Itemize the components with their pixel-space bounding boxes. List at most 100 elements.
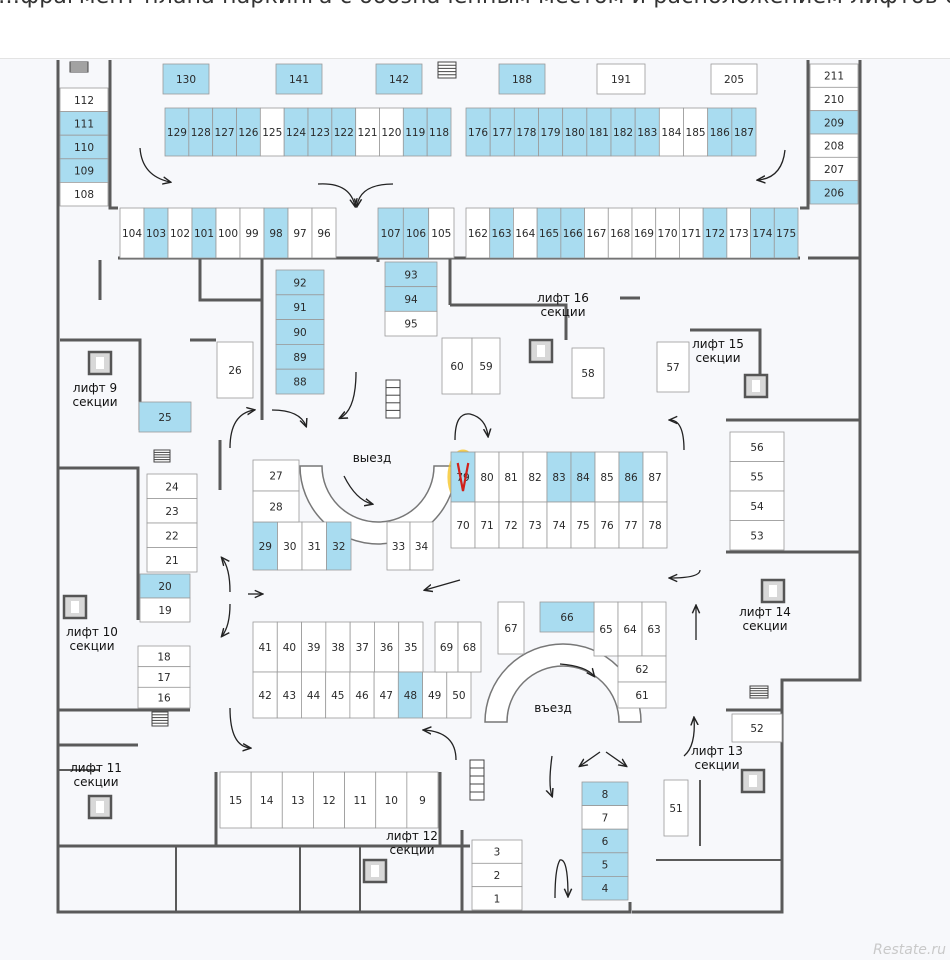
parking-spot-191[interactable]: 191 (596, 63, 646, 95)
parking-spot-38[interactable]: 38 (325, 621, 351, 673)
parking-spot-30[interactable]: 30 (277, 521, 303, 571)
parking-spot-103[interactable]: 103 (143, 207, 169, 259)
parking-spot-59[interactable]: 59 (471, 337, 501, 395)
parking-spot-173[interactable]: 173 (726, 207, 751, 259)
parking-spot-10[interactable]: 10 (375, 771, 408, 829)
parking-spot-34[interactable]: 34 (409, 521, 434, 571)
parking-spot-73[interactable]: 73 (522, 501, 548, 549)
parking-spot-76[interactable]: 76 (594, 501, 620, 549)
parking-spot-142[interactable]: 142 (375, 63, 423, 95)
parking-spot-8[interactable]: 8 (581, 781, 629, 807)
parking-spot-176[interactable]: 176 (465, 107, 491, 157)
parking-spot-18[interactable]: 18 (137, 645, 191, 668)
parking-spot-129[interactable]: 129 (164, 107, 190, 157)
parking-spot-1[interactable]: 1 (471, 886, 523, 911)
parking-spot-70[interactable]: 70 (450, 501, 476, 549)
parking-spot-177[interactable]: 177 (489, 107, 515, 157)
parking-spot-104[interactable]: 104 (119, 207, 145, 259)
parking-spot-19[interactable]: 19 (139, 597, 191, 623)
parking-spot-81[interactable]: 81 (498, 451, 524, 503)
parking-spot-99[interactable]: 99 (239, 207, 265, 259)
parking-spot-86[interactable]: 86 (618, 451, 644, 503)
parking-spot-141[interactable]: 141 (275, 63, 323, 95)
parking-spot-185[interactable]: 185 (683, 107, 709, 157)
parking-spot-167[interactable]: 167 (584, 207, 609, 259)
parking-spot-17[interactable]: 17 (137, 666, 191, 688)
parking-spot-93[interactable]: 93 (384, 261, 438, 288)
parking-spot-101[interactable]: 101 (191, 207, 217, 259)
parking-spot-96[interactable]: 96 (311, 207, 337, 259)
parking-spot-4[interactable]: 4 (581, 876, 629, 901)
parking-spot-50[interactable]: 50 (446, 671, 472, 719)
parking-spot-186[interactable]: 186 (707, 107, 733, 157)
parking-spot-207[interactable]: 207 (809, 156, 859, 182)
parking-spot-24[interactable]: 24 (146, 473, 198, 499)
parking-spot-90[interactable]: 90 (275, 319, 325, 345)
parking-spot-68[interactable]: 68 (457, 621, 482, 673)
parking-spot-60[interactable]: 60 (441, 337, 473, 395)
parking-spot-31[interactable]: 31 (301, 521, 327, 571)
parking-spot-6[interactable]: 6 (581, 828, 629, 854)
parking-spot-119[interactable]: 119 (402, 107, 428, 157)
parking-spot-108[interactable]: 108 (59, 181, 109, 207)
parking-spot-174[interactable]: 174 (750, 207, 775, 259)
parking-spot-57[interactable]: 57 (656, 341, 690, 393)
parking-spot-97[interactable]: 97 (287, 207, 313, 259)
parking-spot-56[interactable]: 56 (729, 431, 785, 462)
parking-spot-15[interactable]: 15 (219, 771, 252, 829)
parking-spot-170[interactable]: 170 (655, 207, 680, 259)
parking-spot-74[interactable]: 74 (546, 501, 572, 549)
parking-spot-89[interactable]: 89 (275, 343, 325, 370)
parking-spot-179[interactable]: 179 (538, 107, 564, 157)
parking-spot-209[interactable]: 209 (809, 110, 859, 135)
parking-spot-118[interactable]: 118 (426, 107, 452, 157)
parking-spot-45[interactable]: 45 (325, 671, 351, 719)
parking-spot-13[interactable]: 13 (281, 771, 314, 829)
parking-spot-123[interactable]: 123 (307, 107, 333, 157)
parking-spot-11[interactable]: 11 (344, 771, 377, 829)
parking-spot-9[interactable]: 9 (406, 771, 439, 829)
parking-spot-210[interactable]: 210 (809, 86, 859, 112)
parking-spot-120[interactable]: 120 (379, 107, 404, 157)
parking-spot-33[interactable]: 33 (386, 521, 411, 571)
parking-spot-102[interactable]: 102 (167, 207, 193, 259)
parking-spot-163[interactable]: 163 (489, 207, 514, 259)
parking-spot-105[interactable]: 105 (428, 207, 455, 259)
parking-spot-183[interactable]: 183 (634, 107, 660, 157)
parking-spot-41[interactable]: 41 (252, 621, 278, 673)
parking-spot-106[interactable]: 106 (402, 207, 430, 259)
parking-spot-28[interactable]: 28 (252, 490, 300, 523)
parking-spot-91[interactable]: 91 (275, 294, 325, 320)
parking-spot-122[interactable]: 122 (331, 107, 357, 157)
parking-spot-66[interactable]: 66 (539, 601, 595, 633)
parking-spot-14[interactable]: 14 (250, 771, 283, 829)
parking-spot-78[interactable]: 78 (642, 501, 668, 549)
parking-spot-169[interactable]: 169 (631, 207, 657, 259)
parking-spot-208[interactable]: 208 (809, 133, 859, 158)
parking-spot-92[interactable]: 92 (275, 269, 325, 296)
parking-spot-63[interactable]: 63 (641, 601, 667, 657)
parking-spot-62[interactable]: 62 (617, 655, 667, 683)
parking-spot-165[interactable]: 165 (536, 207, 562, 259)
parking-spot-7[interactable]: 7 (581, 805, 629, 830)
parking-spot-35[interactable]: 35 (398, 621, 424, 673)
parking-spot-5[interactable]: 5 (581, 852, 629, 877)
parking-spot-125[interactable]: 125 (259, 107, 285, 157)
parking-spot-48[interactable]: 48 (397, 671, 423, 719)
parking-spot-16[interactable]: 16 (137, 686, 191, 709)
parking-spot-46[interactable]: 46 (349, 671, 375, 719)
parking-spot-2[interactable]: 2 (471, 862, 523, 888)
parking-spot-130[interactable]: 130 (162, 63, 210, 95)
parking-spot-83[interactable]: 83 (546, 451, 572, 503)
parking-spot-112[interactable]: 112 (59, 87, 109, 113)
parking-spot-43[interactable]: 43 (276, 671, 302, 719)
parking-spot-64[interactable]: 64 (617, 601, 643, 657)
parking-spot-37[interactable]: 37 (349, 621, 375, 673)
parking-spot-44[interactable]: 44 (301, 671, 327, 719)
parking-spot-121[interactable]: 121 (355, 107, 380, 157)
parking-spot-26[interactable]: 26 (216, 341, 254, 399)
parking-spot-206[interactable]: 206 (809, 180, 859, 205)
parking-spot-54[interactable]: 54 (729, 490, 785, 521)
parking-spot-175[interactable]: 175 (773, 207, 799, 259)
parking-spot-67[interactable]: 67 (497, 601, 525, 655)
